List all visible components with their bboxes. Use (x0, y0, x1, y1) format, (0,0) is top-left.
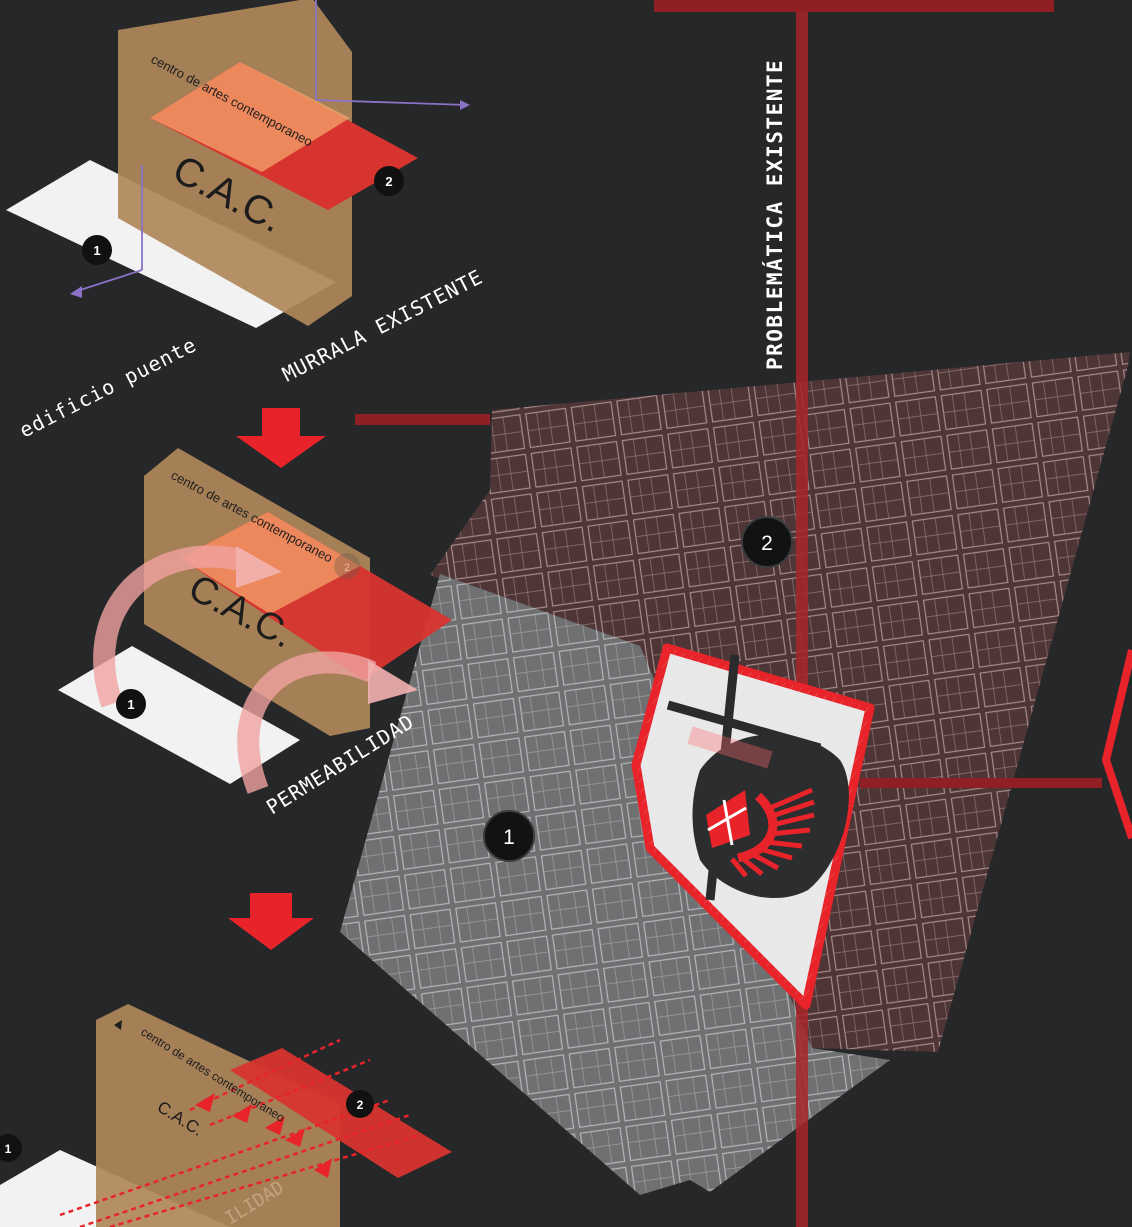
zone-1-marker: 1 (484, 811, 534, 861)
svg-text:1: 1 (503, 826, 515, 849)
adjacent-site-outline (1106, 650, 1132, 838)
top-red-bar (654, 0, 1054, 12)
panel-2-marker-1: 1 (116, 689, 146, 719)
svg-text:2: 2 (385, 174, 392, 189)
edificio-label: edificio puente (15, 332, 200, 442)
svg-text:1: 1 (127, 697, 134, 712)
axis-horizontal-red (355, 414, 490, 425)
panel-1-marker-2: 2 (374, 166, 404, 196)
svg-text:1: 1 (5, 1142, 12, 1156)
panel-3-marker-1: 1 (0, 1134, 22, 1162)
site-map: 2 1 (340, 0, 1132, 1227)
svg-text:1: 1 (93, 243, 100, 258)
axis-horizontal-red-right (860, 778, 1102, 788)
problematica-label: PROBLEMÁTICA EXISTENTE (762, 59, 787, 370)
panel-1-diagram: centro de artes contemporaneo C.A.C. 1 2 (6, 0, 470, 328)
svg-text:2: 2 (761, 532, 773, 555)
panel-1-marker-1: 1 (82, 235, 112, 265)
flow-arrow-1 (236, 408, 326, 468)
panel-3-diagram: centro de artes contemporaneo C.A.C. ILI… (0, 1004, 452, 1227)
svg-text:2: 2 (344, 562, 350, 574)
axis-vertical-red (796, 0, 808, 1227)
panel-3-marker-2: 2 (346, 1090, 374, 1118)
flow-arrow-2 (228, 893, 314, 950)
panel-2-marker-2: 2 (334, 553, 360, 579)
svg-text:2: 2 (357, 1098, 364, 1112)
zone-2-marker: 2 (742, 517, 792, 567)
